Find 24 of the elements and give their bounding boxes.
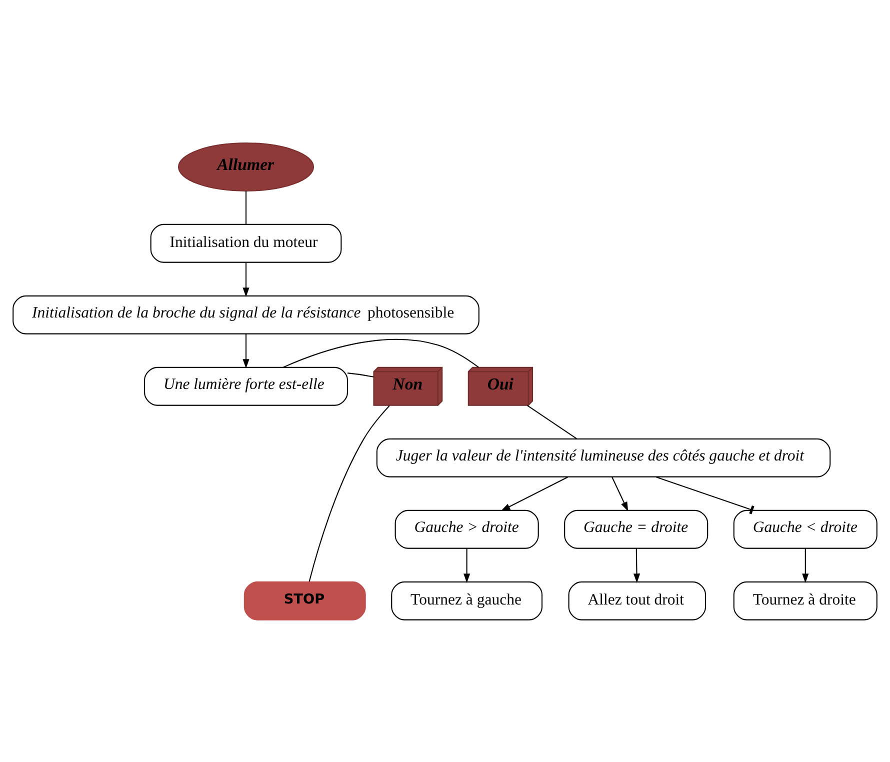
connector [308,404,390,582]
arrow [500,476,568,511]
node-box: Tournez à droite [733,580,878,620]
connector [282,338,479,368]
arrow [633,548,640,583]
node-box: Juger la valeur de l'intensité lumineuse des côtés gauche et droit [376,438,831,477]
node-box: Gauche > droite [394,509,539,548]
connector [656,476,754,514]
node-box: Allez tout droit [568,580,706,620]
node-box: Gauche = droite [564,509,708,548]
node-ellipse: Allumer [178,142,314,191]
node-box: Initialisation de la broche du signal de la résistance photosensible [12,294,480,334]
connector [526,404,578,439]
arrow [242,334,250,368]
connector [347,372,374,377]
node-box: Tournez à gauche [391,580,543,620]
arrow [242,262,250,297]
node-box: Une lumière forte est-elle [144,366,348,406]
connector [245,190,247,224]
node-box: STOP [244,580,366,620]
node-box: Initialisation du moteur [150,223,342,262]
arrow [802,548,809,583]
arrow [464,548,470,583]
arrow [612,476,628,511]
